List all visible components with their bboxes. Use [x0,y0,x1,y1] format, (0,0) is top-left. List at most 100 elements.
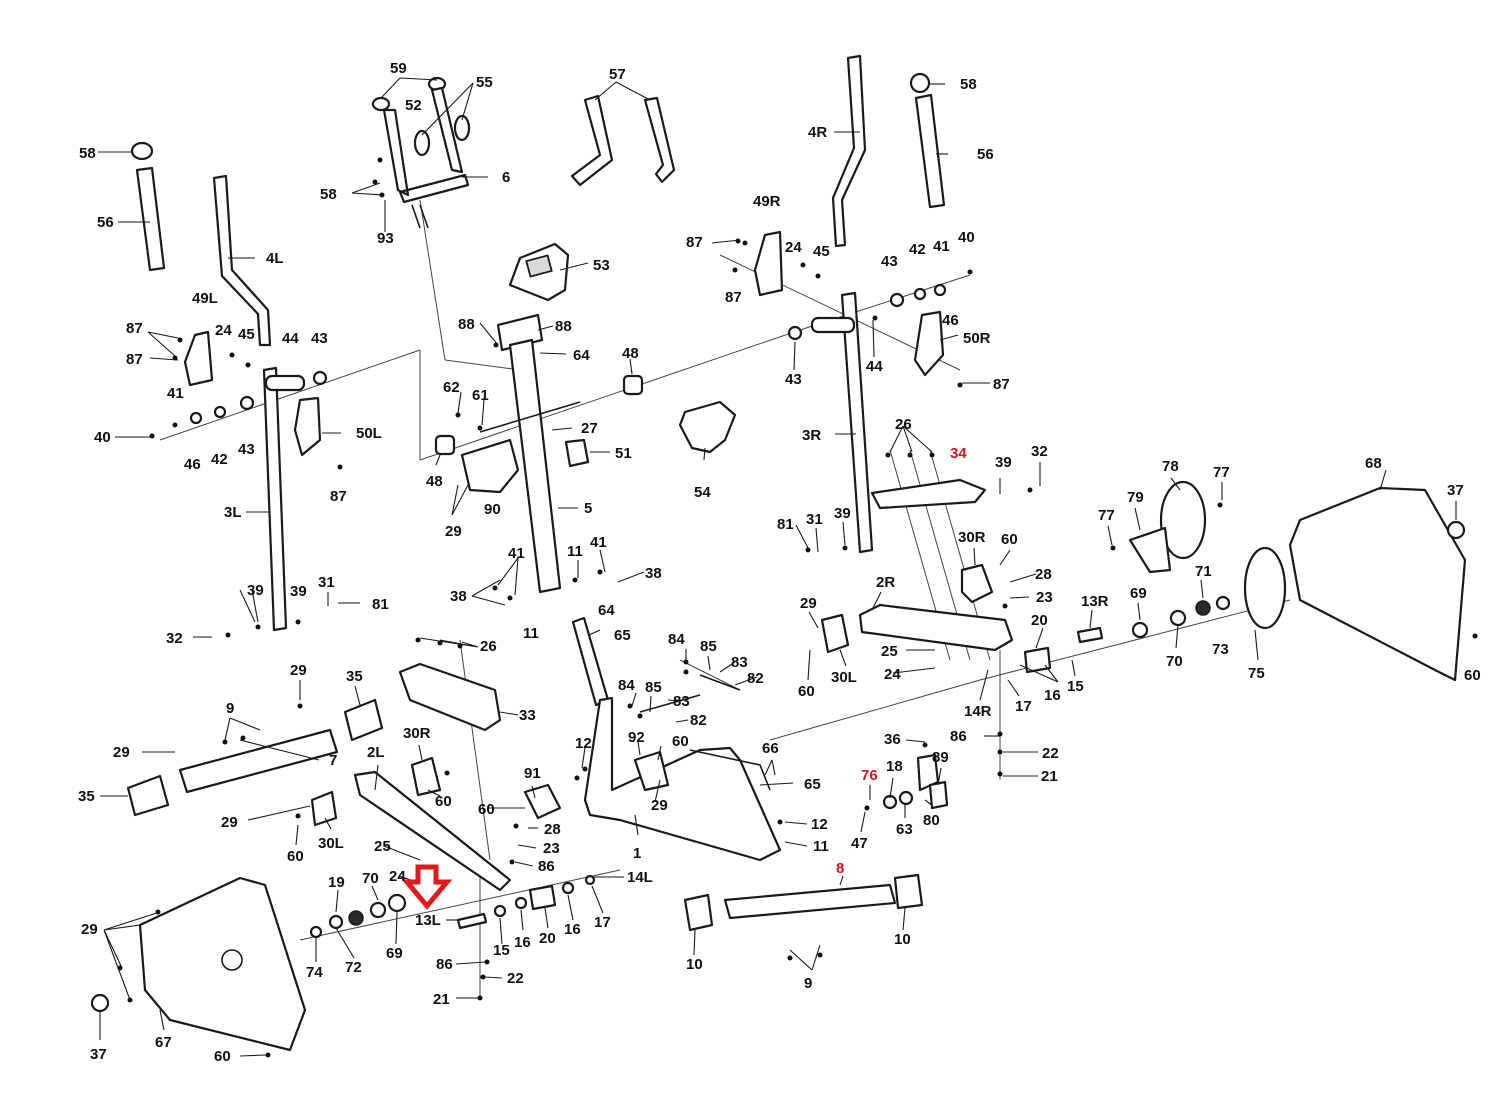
label-29: 29 [81,921,98,938]
label-69: 69 [1130,585,1147,602]
label-60: 60 [214,1048,231,1065]
part-65-frame-tube [571,616,610,707]
label-93: 93 [377,230,394,247]
label-50L: 50L [356,425,382,442]
label-49L: 49L [192,290,218,307]
label-51: 51 [615,445,632,462]
part-4L-upper-arm [212,174,272,347]
part-56-grip-right [914,93,946,209]
label-44: 44 [282,330,299,347]
part-19-nut [348,910,364,926]
part-54-handle-cover [678,400,737,454]
label-70: 70 [362,870,379,887]
label-72: 72 [345,959,362,976]
part-20-bushing-left [528,884,557,911]
part-10-end-cap-right [893,873,924,910]
label-21: 21 [433,991,450,1008]
label-82: 82 [690,712,707,729]
label-87: 87 [126,351,143,368]
label-75: 75 [1248,665,1265,682]
label-24: 24 [389,868,406,885]
label-38: 38 [450,588,467,605]
label-42: 42 [909,241,926,258]
label-64: 64 [573,347,590,364]
label-60: 60 [435,793,452,810]
label-30L: 30L [318,835,344,852]
part-44-axle-right [810,316,856,334]
label-41: 41 [590,534,607,551]
part-58-knob-right [909,72,931,94]
part-71-nut [1195,600,1211,616]
label-61: 61 [472,387,489,404]
label-36: 36 [884,731,901,748]
label-78: 78 [1162,458,1179,475]
part-30L-roller-guard-a [820,613,850,654]
label-1: 1 [633,845,641,862]
highlight-down-arrow [401,864,453,910]
label-87: 87 [126,320,143,337]
label-29: 29 [290,662,307,679]
part-78-pulley [1159,480,1207,560]
label-25: 25 [881,643,898,660]
label-89: 89 [932,749,949,766]
label-14L: 14L [627,869,653,886]
label-44: 44 [866,358,883,375]
part-2L-pedal-arm-left [353,770,512,892]
part-13L-bolt [456,912,488,930]
label-39: 39 [834,505,851,522]
label-23: 23 [543,840,560,857]
label-15: 15 [1067,678,1084,695]
part-69-bearing-right [1131,621,1149,639]
label-21: 21 [1041,768,1058,785]
label-60: 60 [798,683,815,700]
part-43-bushing-left-b [239,395,255,411]
label-41: 41 [167,385,184,402]
label-38: 38 [645,565,662,582]
part-57-handle-cover-right [643,96,676,184]
label-52: 52 [405,97,422,114]
part-48-bushing-left [434,434,456,456]
part-3R-lower-arm [840,291,874,554]
label-88: 88 [458,316,475,333]
part-57-handle-cover-left [570,94,614,187]
label-86: 86 [436,956,453,973]
part-42-washer-left [213,405,227,419]
part-66-frame-brace [689,749,771,791]
label-22: 22 [1042,745,1059,762]
part-30R-roller-guard-b [410,756,442,797]
part-80-bracket [928,780,949,810]
label-12: 12 [575,735,592,752]
label-60: 60 [1001,531,1018,548]
label-34: 34 [950,445,967,462]
label-4R: 4R [808,124,827,141]
label-30R: 30R [958,529,986,546]
label-60: 60 [478,801,495,818]
label-8: 8 [836,860,844,877]
part-labels: 59 55 57 52 58 58 56 56 4R 6 58 93 4L 49… [78,60,1481,1065]
label-86: 86 [950,728,967,745]
part-2R-pedal-arm-right [858,603,1014,652]
label-81: 81 [777,516,794,533]
label-23: 23 [1036,589,1053,606]
part-74-washer [309,925,323,939]
label-27: 27 [581,420,598,437]
label-11: 11 [567,543,583,560]
label-20: 20 [1031,612,1048,629]
label-87: 87 [993,376,1010,393]
part-37-cap-right [1446,520,1466,540]
label-85: 85 [700,638,717,655]
label-31: 31 [806,511,823,528]
label-30R: 30R [403,725,431,742]
label-47: 47 [851,835,868,852]
label-90: 90 [484,501,501,518]
label-29: 29 [113,744,130,761]
label-57: 57 [609,66,626,83]
part-43-bushing-left-a [312,370,328,386]
part-20-bushing-right [1023,646,1052,674]
part-70-bearing-left [369,901,387,919]
label-41: 41 [933,238,950,255]
part-13R-bolt [1076,626,1104,644]
part-52-grip-ring [413,129,431,157]
label-3R: 3R [802,427,821,444]
part-34-pedal-right [870,478,987,510]
